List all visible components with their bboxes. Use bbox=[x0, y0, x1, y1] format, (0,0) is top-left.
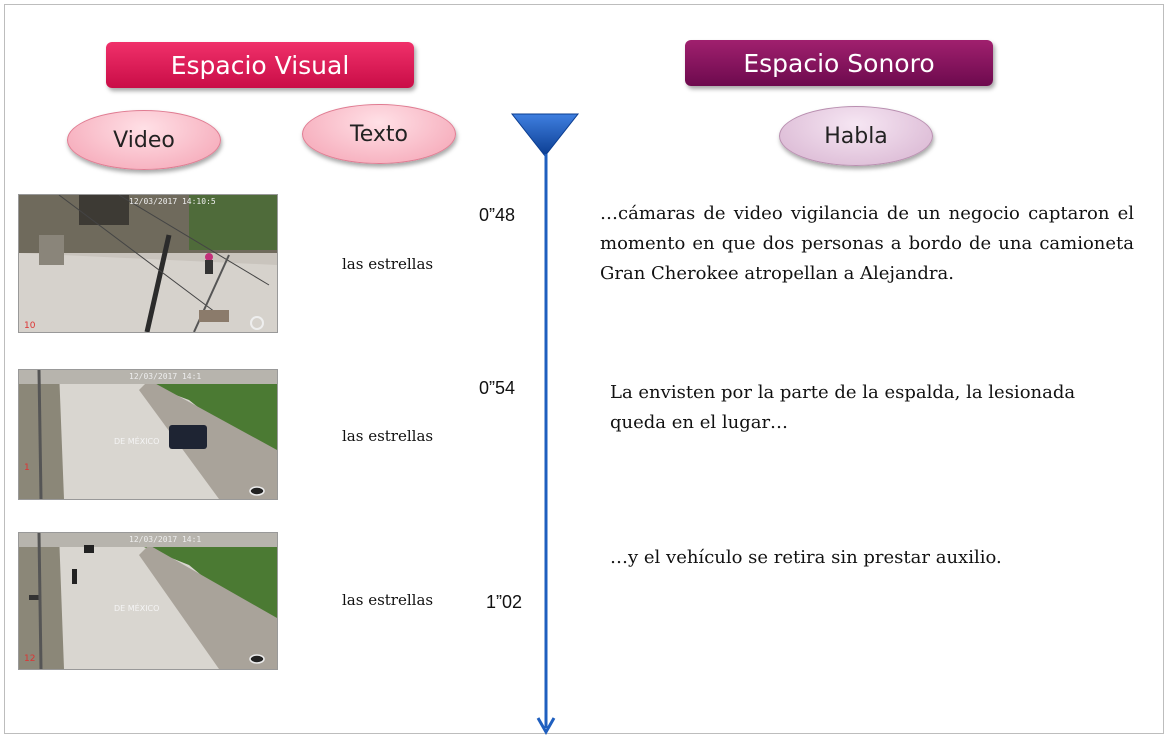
svg-text:12/03/2017 14:10:5: 12/03/2017 14:10:5 bbox=[129, 197, 216, 206]
habla-transcript-1: …cámaras de video vigilancia de un negoc… bbox=[600, 203, 1134, 284]
timeline-start-triangle bbox=[510, 113, 580, 157]
time-marker-2: 0”54 bbox=[479, 378, 516, 398]
svg-text:1: 1 bbox=[24, 463, 30, 473]
espacio-visual-label: Espacio Visual bbox=[170, 50, 350, 80]
video-frame-1: 10 12/03/2017 14:10:5 bbox=[18, 194, 278, 333]
habla-column-oval: Habla bbox=[779, 106, 933, 166]
time-marker-3: 1”02 bbox=[486, 592, 523, 612]
video-frame-2: DE MÉXICO 1 12/03/2017 14:1 bbox=[18, 369, 278, 500]
texto-column-label: Texto bbox=[350, 121, 408, 147]
espacio-sonoro-header: Espacio Sonoro bbox=[685, 40, 993, 86]
espacio-visual-header: Espacio Visual bbox=[106, 42, 414, 88]
video-frame-3: DE MÉXICO 12 12/03/2017 14:1 bbox=[18, 532, 278, 670]
texto-source-2: las estrellas bbox=[342, 427, 434, 445]
svg-text:DE MÉXICO: DE MÉXICO bbox=[114, 602, 159, 613]
diagram-frame bbox=[4, 4, 1164, 734]
svg-text:12/03/2017 14:1: 12/03/2017 14:1 bbox=[129, 535, 201, 544]
habla-transcript-2: La envisten por la parte de la espalda, … bbox=[610, 382, 1076, 433]
svg-text:10: 10 bbox=[24, 321, 36, 331]
svg-text:12: 12 bbox=[24, 654, 35, 664]
timeline-arrowhead bbox=[536, 717, 556, 736]
texto-source-3: las estrellas bbox=[342, 591, 434, 609]
habla-column-label: Habla bbox=[824, 123, 888, 149]
texto-source-1: las estrellas bbox=[342, 255, 434, 273]
video-column-oval: Video bbox=[67, 110, 221, 170]
svg-text:12/03/2017 14:1: 12/03/2017 14:1 bbox=[129, 372, 201, 381]
texto-column-oval: Texto bbox=[302, 104, 456, 164]
svg-text:DE MÉXICO: DE MÉXICO bbox=[114, 435, 159, 446]
habla-transcript-3: …y el vehículo se retira sin prestar aux… bbox=[610, 547, 1002, 568]
espacio-sonoro-label: Espacio Sonoro bbox=[743, 48, 935, 78]
video-column-label: Video bbox=[113, 127, 175, 153]
timeline-arrow bbox=[510, 113, 580, 736]
time-marker-1: 0”48 bbox=[479, 205, 516, 225]
